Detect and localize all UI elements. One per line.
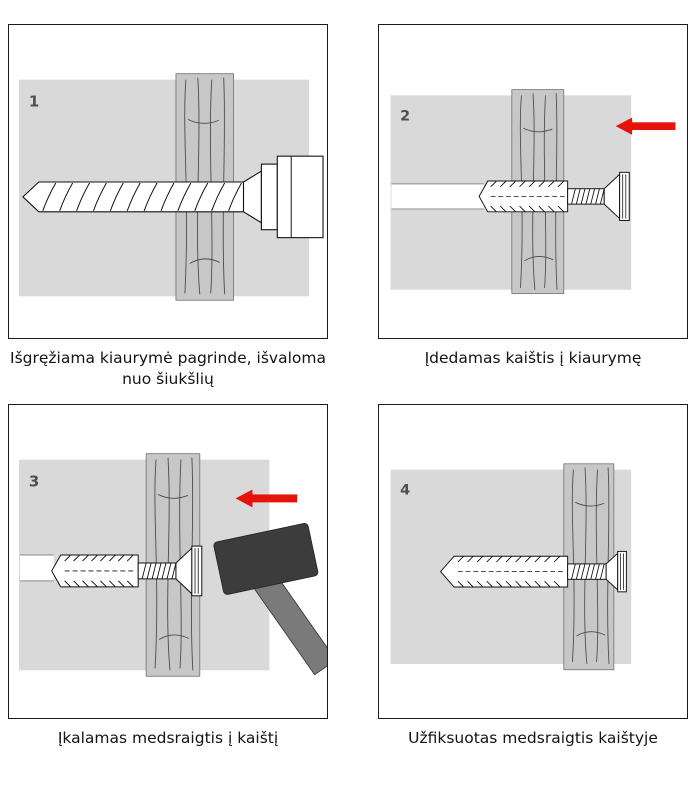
step-3: 3: [8, 404, 328, 772]
step-3-illustration: 3: [18, 453, 327, 677]
drilled-hole: [391, 183, 484, 210]
step-2-illustration: 2: [390, 89, 676, 295]
hammer: [213, 522, 327, 676]
drill-bit: [22, 181, 245, 213]
screw: [567, 550, 627, 593]
screw: [137, 545, 203, 597]
step-1-panel: 1: [8, 24, 328, 339]
step-number: 3: [29, 472, 39, 490]
step-4-panel: 4: [378, 404, 688, 719]
red-arrow-left-icon: [615, 117, 676, 135]
step-4-illustration: 4: [390, 463, 632, 671]
step-number: 2: [400, 108, 410, 124]
step-1: 1: [8, 24, 328, 392]
step-number: 4: [400, 483, 410, 499]
step-2: 2: [378, 24, 688, 392]
drill-chuck: [242, 155, 324, 239]
steps-grid: 1: [8, 24, 692, 772]
wall-plug: [439, 555, 569, 588]
step-1-caption: Išgręžiama kiaurymė pagrinde, išvaloma n…: [10, 349, 326, 389]
screw: [567, 171, 630, 221]
step-2-caption: Įdedamas kaištis į kiaurymę: [424, 349, 642, 367]
step-1-illustration: 1: [18, 73, 324, 301]
step-number: 1: [29, 92, 39, 110]
wall-plug: [478, 180, 569, 213]
step-4-caption: Užfiksuotas medsraigtis kaištyje: [408, 729, 658, 747]
step-3-panel: 3: [8, 404, 328, 719]
step-2-panel: 2: [378, 24, 688, 339]
red-arrow-left-icon: [235, 489, 298, 508]
step-3-caption: Įkalamas medsraigtis į kaištį: [57, 729, 279, 747]
drilled-hole: [19, 554, 54, 582]
hammer-head: [213, 522, 319, 595]
step-4: 4 Už: [378, 404, 688, 772]
wall-plug: [51, 554, 139, 588]
